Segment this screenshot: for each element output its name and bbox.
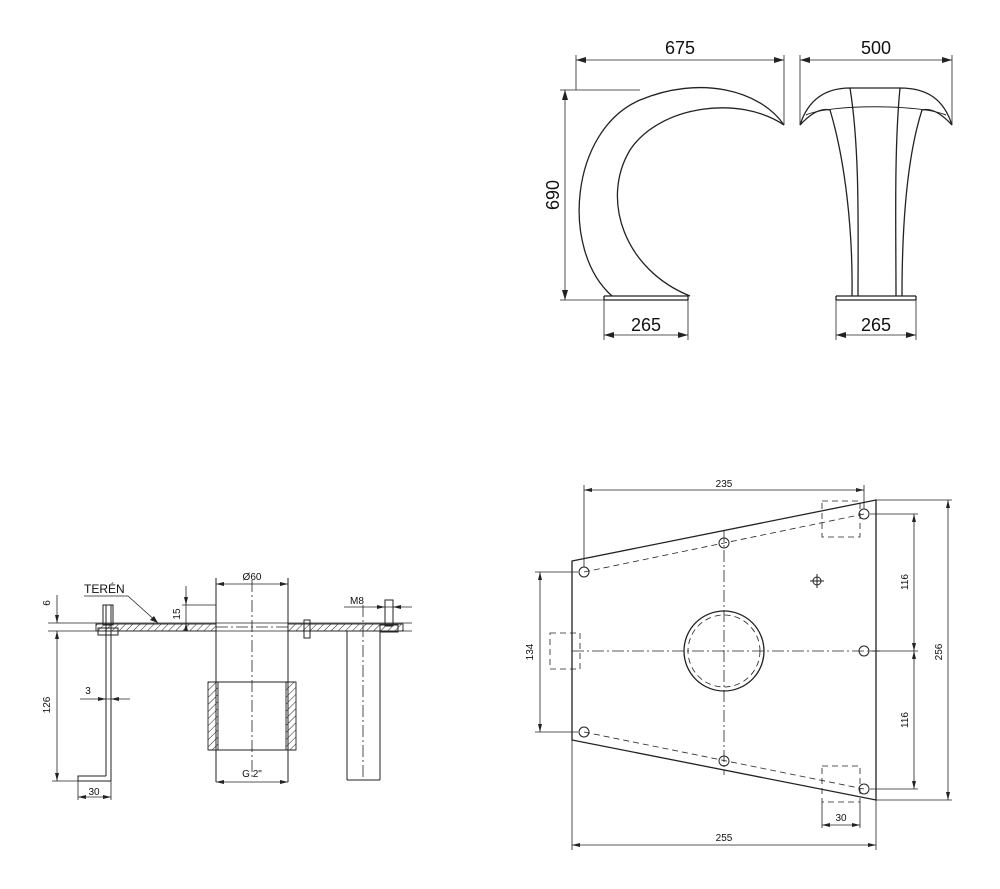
hidden-bracket-left bbox=[549, 632, 581, 670]
label-265-front: 265 bbox=[631, 315, 661, 335]
bolt-hole-top-middle bbox=[718, 537, 730, 549]
hidden-bracket-top bbox=[821, 500, 861, 538]
bolt-hole-bottom-middle bbox=[718, 755, 730, 767]
side-spout-inner-left bbox=[799, 108, 853, 297]
arrow-m8-left bbox=[377, 605, 385, 609]
arrow-116a-top bbox=[912, 514, 916, 522]
arrow-235-left bbox=[584, 488, 592, 492]
arrow-30-foot-right bbox=[103, 795, 111, 799]
arrow-30-foot-left bbox=[78, 795, 86, 799]
arrow-675-right bbox=[774, 57, 784, 63]
arrow-235-right bbox=[856, 488, 864, 492]
arrow-134-top bbox=[538, 572, 542, 580]
bolt-hole-right-middle bbox=[858, 645, 870, 657]
arrow-m8-right bbox=[393, 605, 401, 609]
label-30-foot: 30 bbox=[88, 787, 100, 798]
label-256: 256 bbox=[934, 643, 945, 660]
arrow-690-bottom bbox=[562, 290, 568, 300]
arrow-265a-right bbox=[678, 332, 688, 338]
arrow-265b-right bbox=[906, 332, 916, 338]
label-675: 675 bbox=[665, 38, 695, 58]
arrow-d60-right bbox=[280, 582, 288, 586]
label-30-slot: 30 bbox=[835, 813, 847, 824]
terrain-leader-arrow bbox=[150, 616, 158, 623]
front-spout-outer-curve bbox=[578, 86, 785, 297]
anchor-bolt-foot bbox=[77, 775, 111, 782]
arrow-116b-bottom bbox=[912, 781, 916, 789]
thread-right-hatched bbox=[285, 681, 297, 751]
side-spout-lip bbox=[805, 106, 947, 116]
m8-bolt bbox=[384, 599, 394, 627]
front-profile-view: 675 690 265 bbox=[543, 38, 785, 340]
arrow-690-top bbox=[562, 90, 568, 100]
arrow-15-top bbox=[184, 597, 188, 605]
anchor-bolt-head bbox=[102, 604, 114, 626]
arrow-6 bbox=[55, 615, 59, 623]
arrow-500-right bbox=[942, 57, 952, 63]
base-plate-view: 235 255 30 134 116 116 bbox=[525, 479, 952, 850]
arrow-126-top bbox=[55, 631, 59, 639]
side-spout-outer-left bbox=[799, 87, 859, 297]
m8-nut bbox=[379, 624, 399, 633]
arrow-255-right bbox=[868, 843, 876, 847]
label-m8: M8 bbox=[350, 596, 364, 607]
arrow-d60-left bbox=[216, 582, 224, 586]
arrow-116b-top bbox=[912, 651, 916, 659]
bolt-hole-bottom-left bbox=[578, 726, 590, 738]
arrow-30-slot-left bbox=[822, 823, 830, 827]
small-stud bbox=[303, 619, 311, 639]
arrow-256-bottom bbox=[946, 792, 950, 800]
arrow-30-slot-right bbox=[852, 823, 860, 827]
thread-left-hatched bbox=[207, 681, 219, 751]
label-g2: G 2" bbox=[242, 769, 262, 780]
plate-edge-hidden-top bbox=[583, 513, 865, 573]
arrow-256-top bbox=[946, 500, 950, 508]
side-spout-inner-right bbox=[901, 108, 953, 297]
central-pipe-hole bbox=[683, 610, 765, 692]
arrow-3-left bbox=[98, 697, 106, 701]
label-terrain: TERÉN bbox=[84, 581, 125, 596]
label-500: 500 bbox=[861, 38, 891, 58]
section-view: TERÉN 6 126 3 30 bbox=[42, 572, 412, 800]
arrow-255-left bbox=[572, 843, 580, 847]
label-6: 6 bbox=[42, 600, 53, 606]
label-126: 126 bbox=[42, 696, 53, 713]
arrow-3-right bbox=[111, 697, 119, 701]
label-d60: Ø60 bbox=[243, 572, 262, 583]
label-116-lower: 116 bbox=[900, 712, 911, 728]
arrow-500-left bbox=[800, 57, 810, 63]
arrow-265b-left bbox=[836, 332, 846, 338]
anchor-nut bbox=[97, 627, 119, 636]
arrow-265a-left bbox=[604, 332, 614, 338]
arrow-134-bottom bbox=[538, 724, 542, 732]
arrow-g2-left bbox=[216, 780, 224, 784]
label-15: 15 bbox=[172, 608, 183, 620]
central-pipe-hole-inner bbox=[687, 614, 761, 688]
bolt-hole-bottom-right bbox=[858, 783, 870, 795]
arrow-116a-bottom bbox=[912, 643, 916, 651]
label-134: 134 bbox=[525, 643, 536, 660]
arrow-15-bottom bbox=[184, 623, 188, 631]
hidden-bracket-bottom bbox=[821, 765, 861, 803]
label-265-side: 265 bbox=[861, 315, 891, 335]
arrow-126-bottom bbox=[55, 773, 59, 781]
label-116-upper: 116 bbox=[900, 574, 911, 590]
side-spout-outer-right bbox=[895, 87, 953, 297]
label-235: 235 bbox=[716, 479, 733, 490]
label-690: 690 bbox=[543, 180, 563, 210]
arrow-675-left bbox=[576, 57, 586, 63]
arrow-g2-right bbox=[280, 780, 288, 784]
label-255: 255 bbox=[716, 833, 733, 844]
side-profile-view: 500 265 bbox=[799, 38, 953, 340]
label-3: 3 bbox=[85, 686, 91, 697]
front-spout-inner-curve bbox=[616, 107, 785, 297]
